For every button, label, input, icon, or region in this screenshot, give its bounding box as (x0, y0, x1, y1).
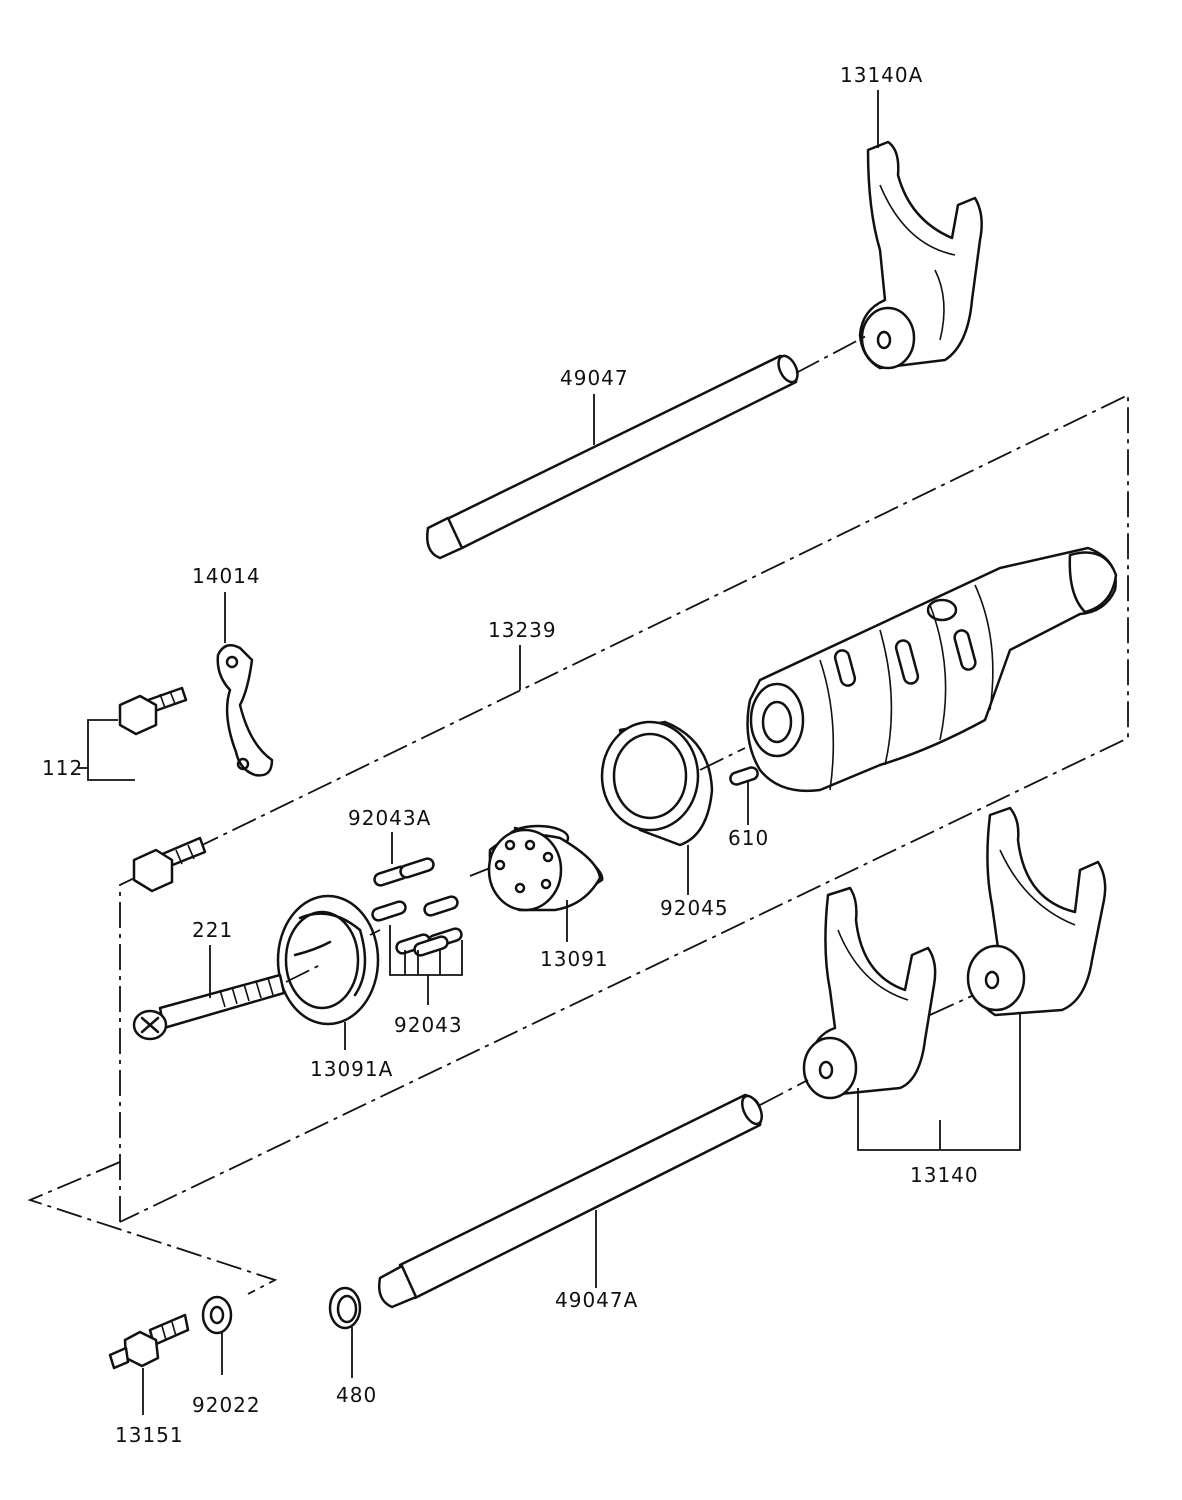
label-112: 112 (42, 756, 83, 780)
plate-14014 (216, 592, 274, 777)
label-14014: 14014 (192, 564, 261, 588)
label-480: 480 (336, 1383, 377, 1407)
circlip-480 (328, 1286, 362, 1378)
label-13091a: 13091A (310, 1057, 393, 1081)
label-92043a: 92043A (348, 806, 431, 830)
screw-221 (132, 929, 381, 1041)
shift-drum-13239 (519, 546, 1118, 792)
pin-610 (729, 766, 759, 825)
assembly-boundary (27, 393, 1129, 1295)
label-13239: 13239 (488, 618, 557, 642)
bolt-112-leader (78, 719, 135, 781)
shift-fork-13140a (858, 90, 983, 370)
shift-fork-13140-left (802, 886, 986, 1100)
label-13151: 13151 (115, 1423, 184, 1447)
pins-92043a (373, 832, 435, 887)
label-92043: 92043 (394, 1013, 463, 1037)
shift-fork-13140-leader (857, 1012, 1021, 1151)
label-610: 610 (728, 826, 769, 850)
label-13140: 13140 (910, 1163, 979, 1187)
shift-fork-13140-right (966, 806, 1107, 1017)
bolt-112-upper (118, 686, 188, 736)
label-49047: 49047 (560, 366, 629, 390)
bolt-112-lower (132, 836, 207, 893)
shift-rod-49047 (426, 334, 869, 560)
bearing-92045 (600, 720, 746, 895)
label-13091: 13091 (540, 947, 609, 971)
switch-13151 (108, 1313, 190, 1415)
part-labels: 13140A 49047 14014 13239 112 92043A 610 … (42, 63, 979, 1447)
label-92022: 92022 (192, 1393, 261, 1417)
label-13140a: 13140A (840, 63, 923, 87)
label-49047a: 49047A (555, 1288, 638, 1312)
plate-13091a (276, 894, 380, 1050)
label-92045: 92045 (660, 896, 729, 920)
washer-92022 (201, 1295, 233, 1375)
label-221: 221 (192, 918, 233, 942)
shift-rod-49047a (378, 1079, 809, 1309)
pins-92043 (371, 895, 463, 1005)
cam-13091 (469, 824, 604, 942)
